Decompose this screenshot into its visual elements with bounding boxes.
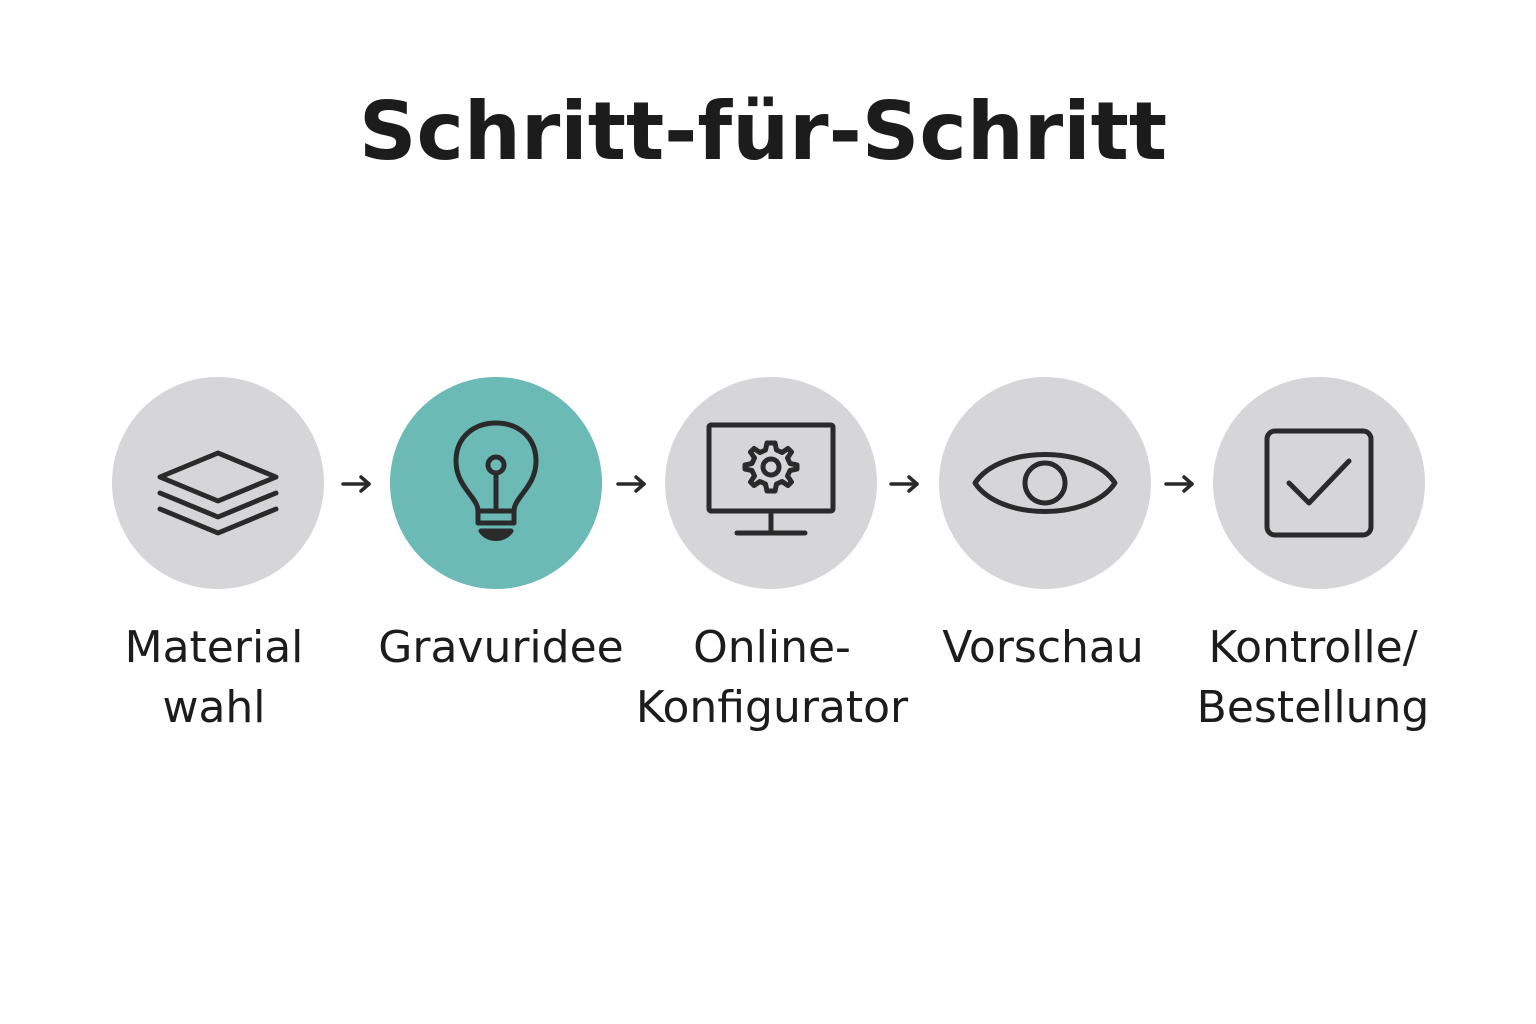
checkbox-icon (1264, 428, 1374, 538)
step-label-vorschau: Vorschau (893, 618, 1193, 678)
layers-icon (157, 450, 279, 536)
step-circle-vorschau (939, 377, 1151, 589)
step-label-line: Vorschau (942, 622, 1144, 673)
step-label-line: Konfigurator (635, 682, 909, 733)
step-label-material: Material wahl (64, 618, 364, 738)
step-label-gravuridee: Gravuridee (351, 618, 651, 678)
step-circle-konfigurator (665, 377, 877, 589)
step-label-konfigurator: Online- Konfigurator (622, 618, 922, 738)
step-label-line: Online- (693, 622, 851, 673)
step-label-line: Material (124, 622, 304, 673)
step-circle-bestellung (1213, 377, 1425, 589)
step-label-line: wahl (162, 682, 266, 733)
arrow-right-icon (889, 475, 919, 493)
lightbulb-icon (453, 420, 539, 541)
arrow-right-icon (1164, 475, 1194, 493)
monitor-gear-icon (706, 422, 836, 536)
step-label-bestellung: Kontrolle/ Bestellung (1163, 618, 1463, 738)
step-label-line: Bestellung (1196, 682, 1430, 733)
arrow-right-icon (341, 475, 371, 493)
step-label-line: Kontrolle/ (1208, 622, 1418, 673)
eye-icon (972, 452, 1118, 514)
arrow-right-icon (616, 475, 646, 493)
diagram-title: Schritt-für-Schritt (358, 85, 1168, 178)
step-label-line: Gravuridee (378, 622, 624, 673)
gear-icon (742, 440, 800, 494)
step-circle-gravuridee (390, 377, 602, 589)
step-circle-material (112, 377, 324, 589)
